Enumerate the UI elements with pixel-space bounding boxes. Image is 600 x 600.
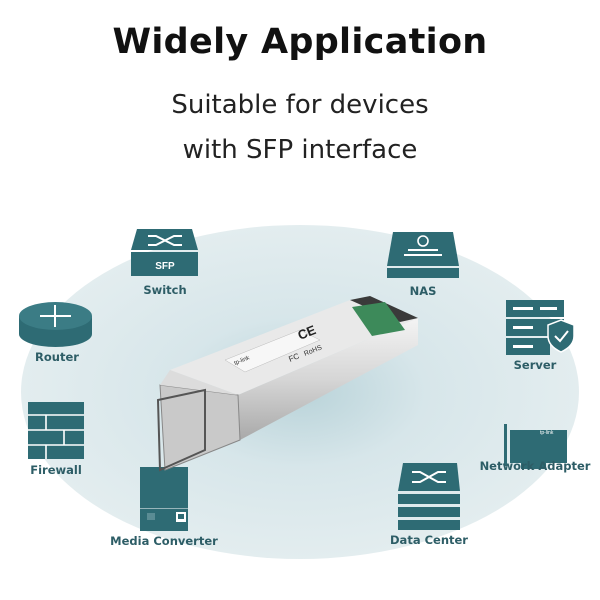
brand-label: tp-link bbox=[234, 355, 252, 367]
router-icon bbox=[19, 302, 92, 347]
svg-text:tp-link: tp-link bbox=[540, 430, 554, 436]
subtitle-line-1: Suitable for devices bbox=[171, 90, 429, 120]
sfp-module-image: tp-link CE FC RoHS bbox=[156, 296, 418, 472]
network-adapter-icon: tp-link bbox=[504, 424, 567, 469]
subtitle-line-2: with SFP interface bbox=[182, 135, 418, 165]
label-media-converter: Media Converter bbox=[110, 534, 218, 548]
nas-icon bbox=[387, 232, 459, 278]
label-data-center: Data Center bbox=[390, 533, 468, 547]
server-shield-icon bbox=[506, 300, 575, 355]
fc-mark: FC bbox=[287, 351, 300, 363]
page-title: Widely Application bbox=[112, 22, 488, 62]
ce-mark: CE bbox=[296, 322, 319, 343]
data-center-icon bbox=[398, 463, 460, 530]
sfp-badge: SFP bbox=[155, 261, 175, 272]
media-converter-icon bbox=[140, 467, 188, 531]
label-server: Server bbox=[513, 358, 557, 372]
firewall-icon bbox=[28, 402, 84, 459]
label-nas: NAS bbox=[409, 284, 437, 298]
label-network-adapter: Network Adapter bbox=[479, 459, 591, 473]
label-router: Router bbox=[35, 350, 79, 364]
switch-icon: SFP bbox=[131, 229, 198, 276]
label-firewall: Firewall bbox=[30, 463, 82, 477]
label-switch: Switch bbox=[143, 283, 187, 297]
